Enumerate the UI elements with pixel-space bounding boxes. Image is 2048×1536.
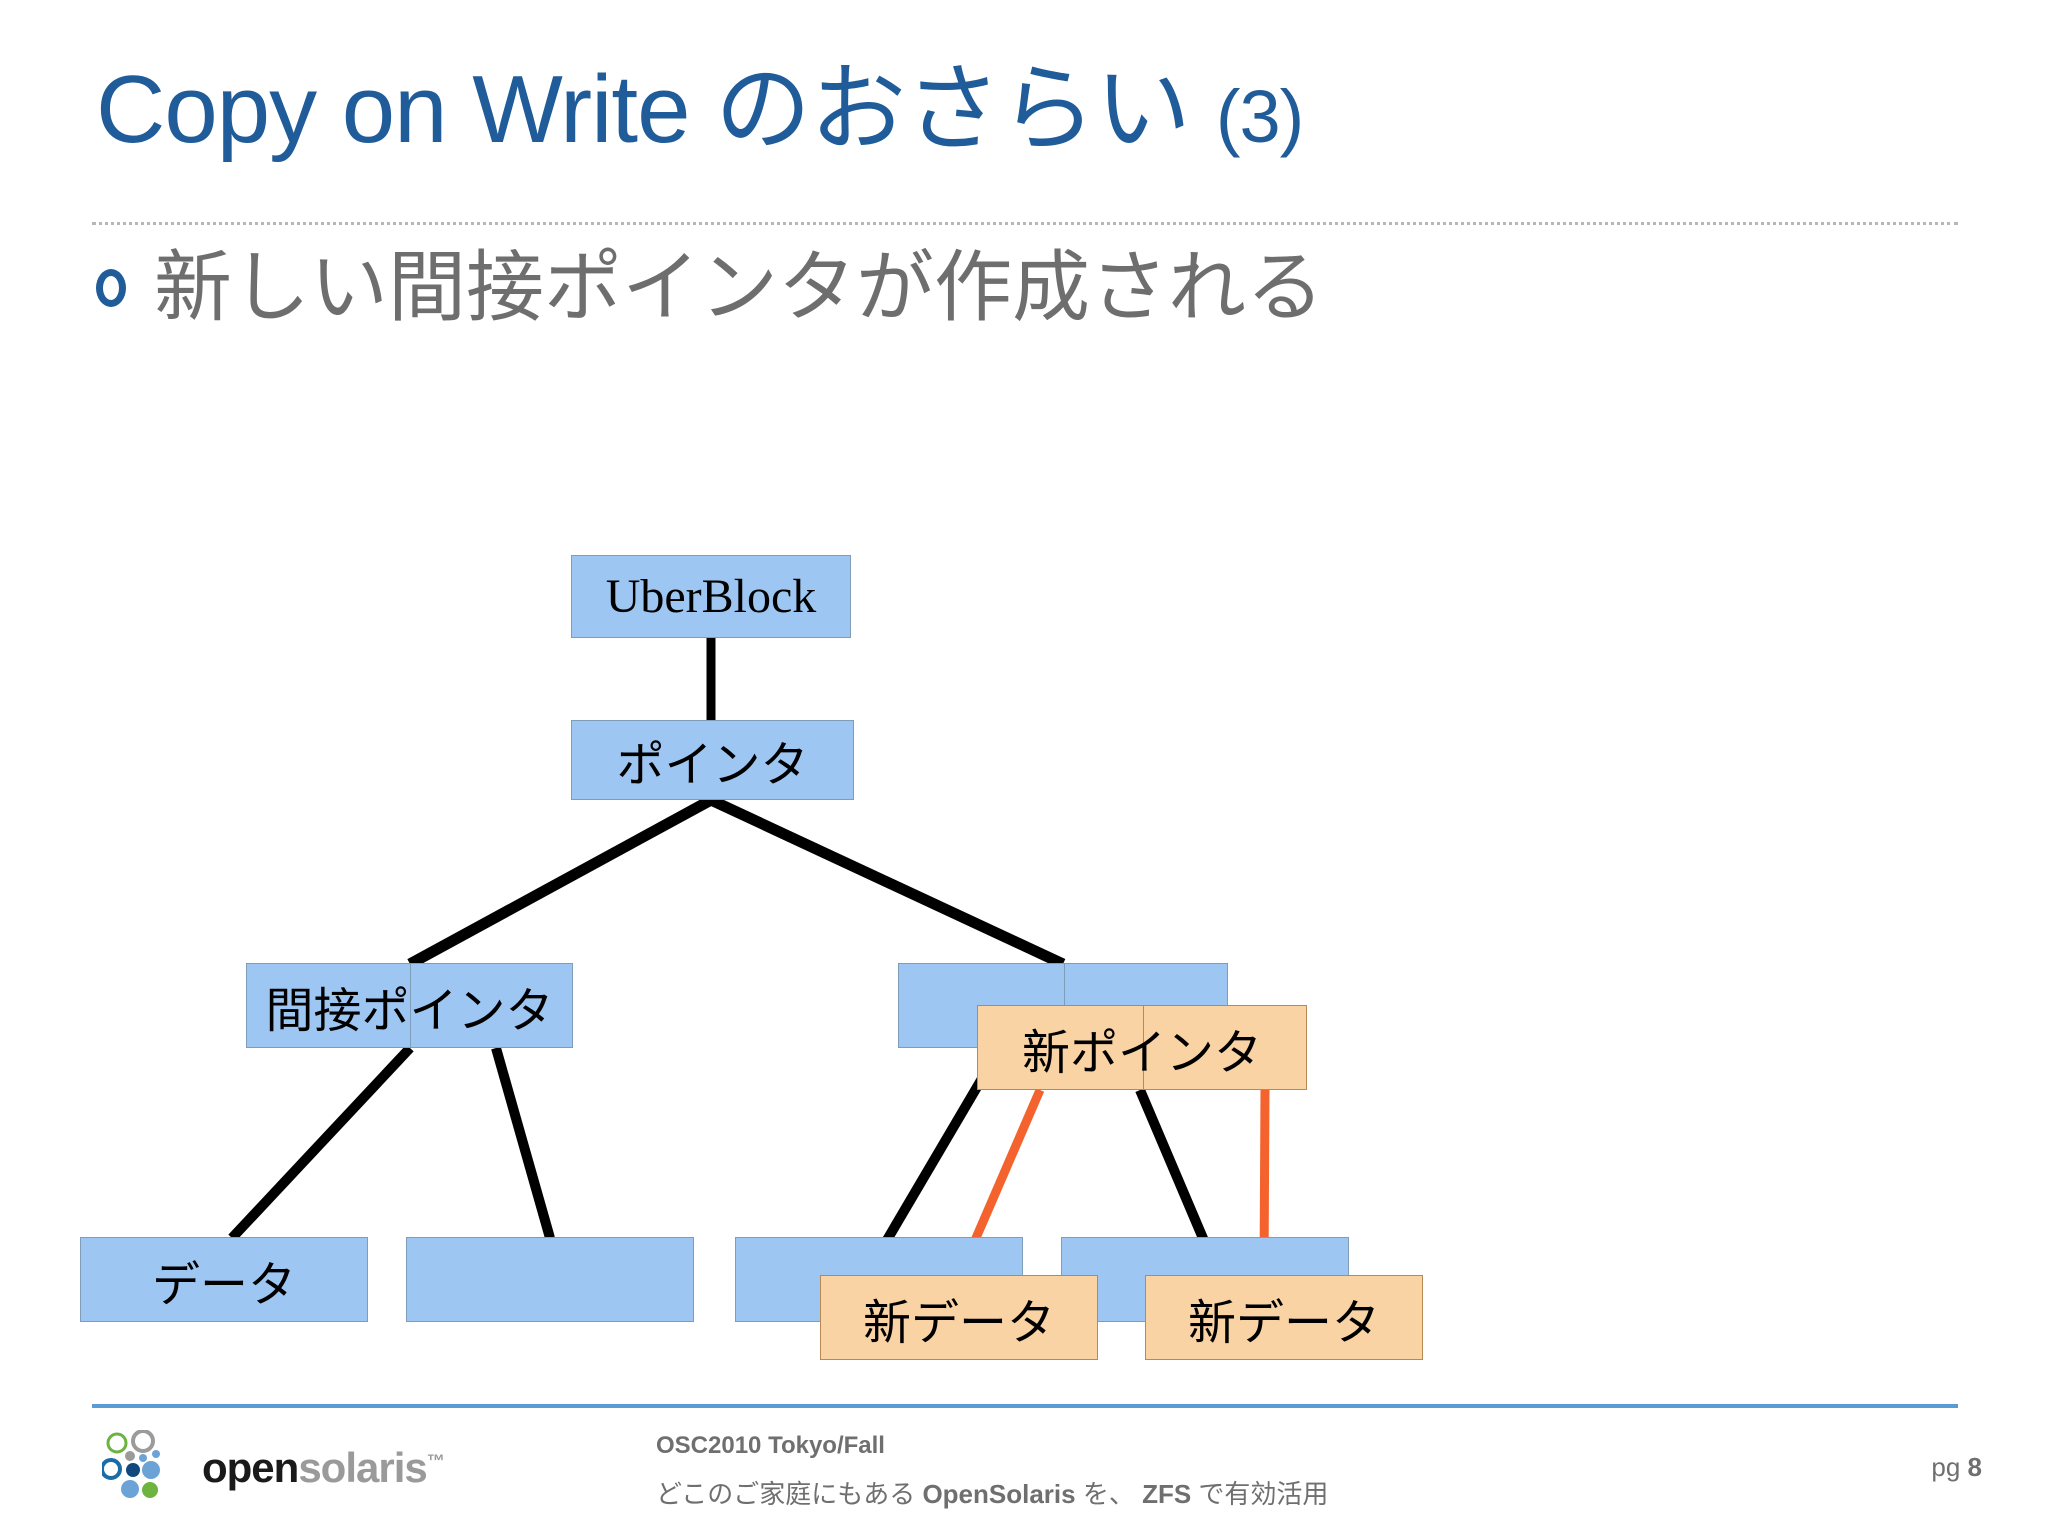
logo-word-open: open [202, 1444, 299, 1491]
node-indirect-pointer: 間接ポインタ [246, 963, 573, 1048]
edge-newpointer-empty3 [1135, 1088, 1210, 1245]
node-new-data-2-label: 新データ [1187, 1296, 1380, 1350]
node-new-pointer-label: 新ポインタ [1021, 1026, 1262, 1080]
node-data: データ [80, 1237, 368, 1322]
logo-trademark: ™ [426, 1451, 445, 1471]
node-empty-1 [406, 1237, 694, 1322]
page-number-value: 8 [1967, 1452, 1982, 1482]
node-new-data-1-label: 新データ [862, 1296, 1055, 1350]
bullet-item: 新しい間接ポインタが作成される [96, 243, 1325, 331]
edge-pointer-oldpointer [708, 795, 1066, 969]
bullet-item-label: 新しい間接ポインタが作成される [154, 243, 1325, 331]
edge-indirect-empty1 [491, 1046, 555, 1240]
footer-tagline: どこのご家庭にもある OpenSolaris を、 ZFS で有効活用 [656, 1474, 1328, 1511]
footer-text: OSC2010 Tokyo/Fall どこのご家庭にもある OpenSolari… [656, 1432, 1328, 1511]
edge-pointer-indirect [407, 795, 714, 969]
node-uberblock: UberBlock [571, 555, 851, 638]
node-new-data-2: 新データ [1145, 1275, 1423, 1360]
node-indirect-pointer-divider [410, 964, 411, 1047]
footer-tagline-zfs: ZFS [1142, 1479, 1192, 1509]
page-title: Copy on Write のおさらい (3) [96, 59, 1304, 161]
node-uberblock-label: UberBlock [605, 570, 817, 623]
opensolaris-logo: opensolaris™ [102, 1430, 445, 1502]
footer-tagline-pre: どこのご家庭にもある [656, 1479, 923, 1509]
opensolaris-wordmark: opensolaris™ [202, 1444, 445, 1492]
node-new-data-1: 新データ [820, 1275, 1098, 1360]
node-new-pointer-divider [1143, 1006, 1144, 1089]
node-data-label: データ [151, 1258, 296, 1312]
footer-divider [92, 1404, 1958, 1408]
node-new-pointer: 新ポインタ [977, 1005, 1307, 1090]
page-title-suffix: (3) [1215, 75, 1304, 158]
node-pointer: ポインタ [571, 720, 854, 800]
page-number-label: pg [1931, 1452, 1968, 1482]
title-divider [92, 222, 1958, 225]
node-pointer-label: ポインタ [616, 739, 809, 792]
edge-indirect-data [228, 1044, 414, 1242]
footer-tagline-opensolaris: OpenSolaris [922, 1479, 1076, 1509]
page-title-main: Copy on Write のおさらい [96, 56, 1191, 163]
logo-word-solaris: solaris [298, 1444, 427, 1491]
footer-event-name: OSC2010 Tokyo/Fall [656, 1432, 885, 1459]
bullet-ring-icon [96, 268, 126, 307]
node-indirect-pointer-label: 間接ポインタ [265, 984, 554, 1038]
footer-tagline-post: で有効活用 [1191, 1479, 1329, 1509]
opensolaris-logo-mark [102, 1430, 160, 1498]
page-number: pg 8 [1931, 1452, 1982, 1483]
footer-tagline-mid: を、 [1075, 1479, 1143, 1509]
